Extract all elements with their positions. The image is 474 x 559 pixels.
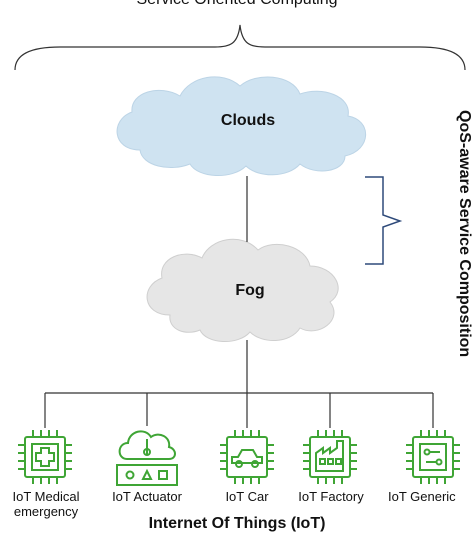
car-chip-icon: [220, 430, 274, 484]
device-label-factory: IoT Factory: [286, 489, 376, 504]
device-label-car: IoT Car: [207, 489, 287, 504]
generic-chip-icon: [406, 430, 460, 484]
clouds-label: Clouds: [220, 112, 276, 129]
device-label-car-line1: IoT Car: [225, 489, 269, 504]
fog-shape: [146, 238, 339, 343]
factory-chip-icon: [303, 430, 357, 484]
device-label-medical-line2: emergency: [13, 504, 79, 519]
clouds-shape: [116, 76, 367, 177]
device-label-actuator-line1: IoT Actuator: [112, 489, 182, 504]
device-label-generic: IoT Generic: [388, 489, 474, 504]
bottom-title: Internet Of Things (IoT): [148, 515, 326, 532]
device-label-factory-line1: IoT Factory: [298, 489, 364, 504]
actuator-cloud-icon: [116, 430, 178, 486]
device-label-generic-line1: IoT Generic: [388, 489, 456, 504]
fog-label: Fog: [235, 282, 265, 299]
device-label-medical: IoT Medical emergency: [0, 489, 92, 519]
side-label: QoS-aware Service Composition: [456, 110, 473, 358]
device-label-actuator: IoT Actuator: [97, 489, 197, 504]
top-title: Service Oriented Computing: [0, 0, 474, 9]
device-label-medical-line1: IoT Medical: [12, 489, 80, 504]
top-brace: [14, 24, 466, 71]
medical-chip-icon: [18, 430, 72, 484]
side-bracket: [365, 176, 403, 265]
